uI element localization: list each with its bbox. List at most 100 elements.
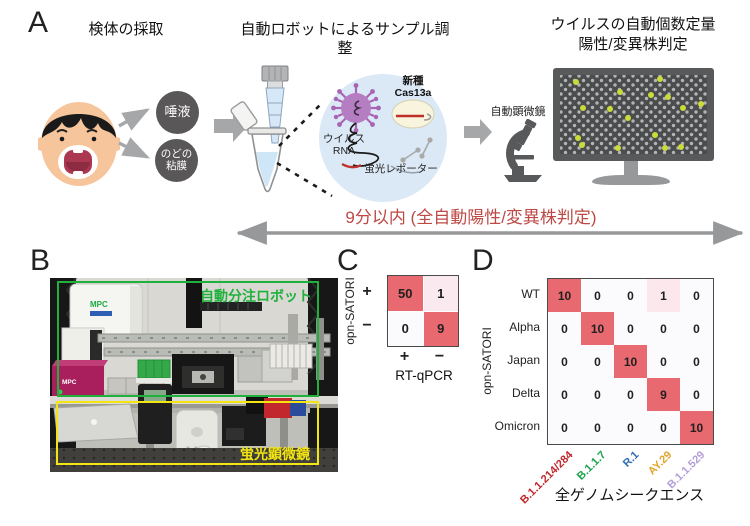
virus-spot bbox=[607, 106, 613, 112]
instrument-photo: MPC MPC bbox=[50, 277, 338, 472]
cas13a-icon bbox=[391, 99, 435, 129]
panel-b-label: B bbox=[30, 244, 51, 277]
blue-module bbox=[290, 400, 306, 416]
virus-spot bbox=[662, 145, 668, 151]
matrix-cell: 0 bbox=[647, 312, 680, 345]
matrix-cell: 0 bbox=[680, 279, 713, 312]
support-post bbox=[186, 278, 202, 328]
d-row-label: Japan bbox=[507, 353, 540, 367]
throat-label-line2: 粘膜 bbox=[166, 159, 187, 172]
svg-text:MPC: MPC bbox=[90, 300, 108, 309]
virus-spot bbox=[648, 92, 654, 98]
matrix-cell: 0 bbox=[548, 312, 581, 345]
imaging-stage bbox=[172, 354, 234, 394]
c-row-label-negative: − bbox=[362, 317, 372, 334]
matrix-cell: 9 bbox=[647, 378, 680, 411]
matrix-cell: 0 bbox=[647, 345, 680, 378]
c-matrix: 50 1 0 9 bbox=[387, 275, 459, 347]
virus-spot bbox=[575, 135, 581, 141]
matrix-cell: 0 bbox=[581, 345, 614, 378]
reporter-label: 蛍光レポーター bbox=[364, 163, 438, 175]
cable-chain bbox=[200, 302, 262, 311]
microwell-array-screen bbox=[560, 75, 707, 154]
arrow-to-throat bbox=[118, 137, 151, 159]
matrix-cell: 0 bbox=[680, 345, 713, 378]
matrix-cell: 0 bbox=[581, 378, 614, 411]
matrix-cell: 0 bbox=[581, 279, 614, 312]
step2-title: 自動ロボットによるサンプル調整 bbox=[240, 21, 450, 57]
matrix-cell: 0 bbox=[614, 411, 647, 444]
step-arrow-2 bbox=[464, 119, 492, 145]
cas13a-label: 新種 Cas13a bbox=[394, 75, 432, 100]
c-x-axis-label: RT-qPCR bbox=[395, 368, 453, 383]
fluorescent-reporter-icons bbox=[400, 137, 433, 163]
throat-label-line1: のどの bbox=[160, 147, 193, 160]
step3-title-line1: ウイルスの自動個数定量 bbox=[550, 16, 716, 33]
panel-a-label: A bbox=[28, 6, 49, 39]
matrix-cell: 0 bbox=[680, 312, 713, 345]
throat-sample-circle: のどの 粘膜 bbox=[155, 139, 198, 182]
hair bbox=[42, 114, 116, 138]
viral-rna-strand bbox=[347, 122, 380, 167]
matrix-cell: 0 bbox=[647, 411, 680, 444]
monitor-stand-neck bbox=[624, 161, 638, 177]
virus-spot bbox=[657, 76, 663, 82]
matrix-cell: 50 bbox=[388, 276, 423, 311]
robot-box-label: 自動分注ロボット bbox=[200, 288, 312, 304]
matrix-cell: 10 bbox=[614, 345, 647, 378]
c-col-label-positive: + bbox=[399, 348, 410, 365]
matrix-cell: 0 bbox=[548, 378, 581, 411]
virus-spot bbox=[678, 144, 684, 150]
d-row-label: Alpha bbox=[509, 320, 540, 334]
d-matrix: 10 0 0 1 0 0 10 0 0 0 0 0 10 0 0 0 0 0 9… bbox=[547, 278, 714, 445]
step3-title-line2: 陽性/変異株判定 bbox=[578, 36, 688, 53]
matrix-cell: 10 bbox=[680, 411, 713, 444]
tip-box bbox=[136, 359, 172, 383]
matrix-cell: 10 bbox=[548, 279, 581, 312]
monitor-stand-base bbox=[592, 175, 670, 185]
matrix-cell: 0 bbox=[548, 345, 581, 378]
reaction-mix-circle: ウイルス RNA 新種 Cas13a 蛍光レポーター bbox=[319, 74, 447, 202]
matrix-cell: 0 bbox=[614, 378, 647, 411]
step1-title: 検体の採取 bbox=[88, 21, 164, 38]
virus-spot bbox=[617, 89, 623, 95]
virus-spot bbox=[625, 115, 631, 121]
microscope-highlight-box bbox=[56, 401, 319, 465]
d-row-labels: WT Alpha Japan Delta Omicron bbox=[462, 278, 547, 443]
panel-c-label: C bbox=[337, 244, 359, 277]
microscope-box-label: 蛍光顕微鏡 bbox=[240, 446, 310, 462]
patient-face-illustration bbox=[38, 102, 120, 186]
matrix-cell: 0 bbox=[388, 311, 423, 346]
panel-a-overlay-art bbox=[118, 65, 744, 245]
virus-spot bbox=[573, 79, 579, 85]
rail-upper bbox=[97, 333, 331, 343]
d-row-label: Delta bbox=[511, 386, 540, 400]
matrix-cell: 0 bbox=[614, 279, 647, 312]
c-col-label-negative: − bbox=[434, 348, 445, 365]
virus-spot bbox=[580, 105, 586, 111]
saliva-label: 唾液 bbox=[164, 104, 191, 120]
matrix-cell: 10 bbox=[581, 312, 614, 345]
microtube-icon bbox=[230, 101, 287, 193]
zoom-dash-top bbox=[278, 103, 322, 147]
panel-d-label: D bbox=[472, 244, 494, 277]
red-module bbox=[264, 398, 292, 418]
auto-microscope-label: 自動顕微鏡 bbox=[490, 106, 546, 118]
bench-top bbox=[50, 396, 338, 404]
optics-assembly bbox=[222, 396, 268, 446]
rna-target-site bbox=[341, 162, 362, 169]
virus-spot bbox=[615, 145, 621, 151]
d-row-label: WT bbox=[521, 287, 540, 301]
matrix-cell: 1 bbox=[423, 276, 458, 311]
d-x-axis-label: 全ゲノムシークエンス bbox=[554, 487, 705, 504]
saliva-sample-circle: 唾液 bbox=[156, 91, 199, 134]
zoom-dash-bottom bbox=[276, 161, 333, 198]
reaction-illustration bbox=[331, 83, 435, 174]
virus-spot bbox=[680, 105, 686, 111]
matrix-cell: 1 bbox=[647, 279, 680, 312]
matrix-cell: 0 bbox=[614, 312, 647, 345]
virus-spot bbox=[665, 94, 671, 100]
virus-rna-label: ウイルス RNA bbox=[323, 133, 365, 157]
matrix-cell: 0 bbox=[581, 411, 614, 444]
